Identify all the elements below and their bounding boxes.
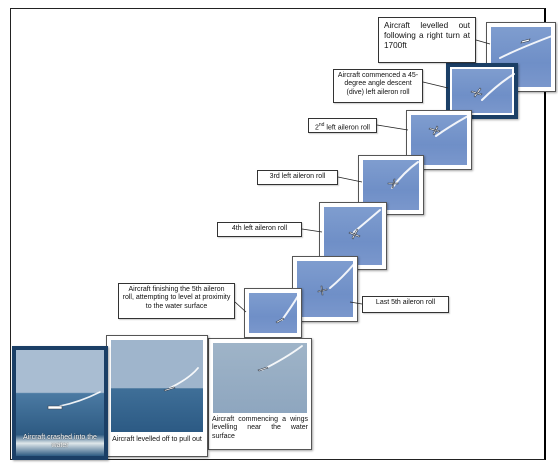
aircraft-icon	[428, 125, 441, 136]
aircraft-icon	[257, 366, 269, 372]
aircraft-icon	[47, 405, 63, 410]
connector-line	[349, 301, 363, 305]
smoke-trail	[59, 391, 101, 407]
connector-line	[422, 81, 449, 89]
aircraft-icon	[317, 285, 328, 296]
smoke-trail	[481, 73, 515, 101]
panel-crashed: Aircraft crashed into the water	[12, 346, 108, 460]
label-levelled-out: Aircraft levelled out following a right …	[378, 17, 476, 63]
aircraft-icon	[387, 178, 399, 189]
smoke-trail	[261, 345, 303, 371]
label-roll-4: 4th left aileron roll	[217, 222, 302, 237]
label-roll-5: Last 5th aileron roll	[362, 296, 449, 313]
smoke-trail	[353, 209, 381, 233]
panel-roll-5	[292, 256, 358, 322]
panel-wings-level: Aircraft commencing a wings levelling ne…	[208, 338, 312, 450]
connector-line	[376, 124, 409, 131]
smoke-trail	[435, 115, 469, 137]
label-roll-3: 3rd left aileron roll	[257, 170, 338, 185]
label-finishing: Aircraft finishing the 5th aileron roll,…	[118, 283, 235, 319]
aircraft-icons	[47, 38, 531, 410]
aircraft-icon	[348, 228, 361, 240]
connector-line	[337, 176, 363, 183]
smoke-trail	[329, 263, 355, 289]
caption-crashed: Aircraft crashed into the water	[23, 434, 97, 450]
panel-finishing	[244, 288, 302, 338]
smoke-trail	[499, 35, 553, 59]
aircraft-icon	[275, 317, 285, 324]
connector-line	[234, 301, 247, 313]
panel-dive	[446, 63, 518, 119]
smoke-trail	[281, 295, 299, 321]
aircraft-icon	[470, 87, 483, 98]
panel-leveled-off: Aircraft levelled off to pull out	[106, 335, 208, 457]
label-dive: Aircraft commenced a 45-degree angle des…	[333, 69, 423, 103]
connector-line	[475, 39, 491, 45]
aircraft-icon	[520, 38, 531, 44]
smoke-trail	[391, 161, 419, 189]
smoke-trail	[169, 367, 199, 389]
label-roll-2: 2nd left aileron roll	[308, 118, 377, 133]
caption-wings-level: Aircraft commencing a wings levelling ne…	[212, 416, 308, 440]
caption-leveled-off: Aircraft levelled off to pull out	[112, 436, 202, 443]
connector-line	[301, 228, 323, 233]
aircraft-icon	[163, 386, 176, 392]
